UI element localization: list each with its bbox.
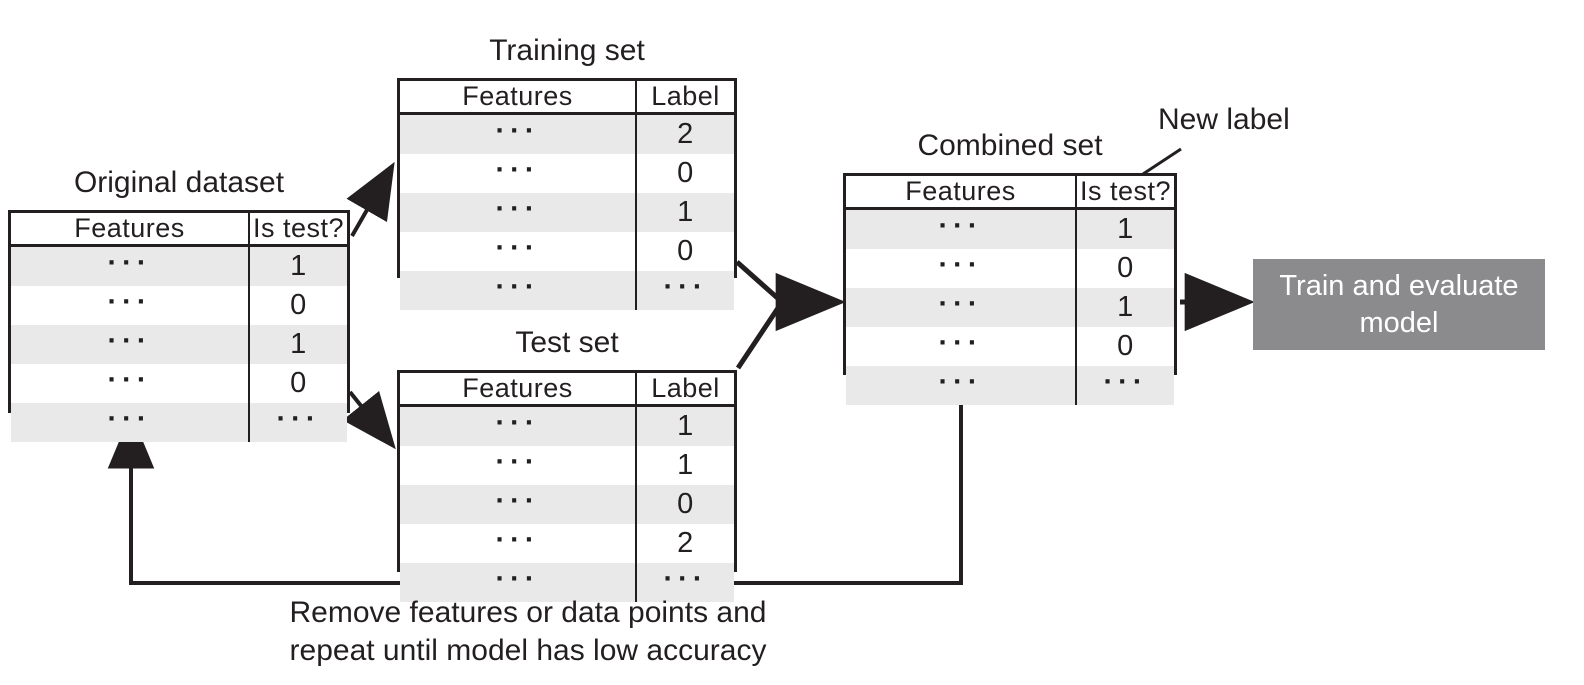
arrow-original-to-training [346, 161, 395, 237]
table-row: ··· ··· [846, 366, 1174, 405]
feedback-caption-line1: Remove features or data points and [289, 596, 767, 629]
training-set-table: Features Label ··· 2 ··· 0 ··· 1 ··· 0 ·… [397, 78, 737, 310]
process-box-label-line1: Train and evaluate [1279, 269, 1519, 302]
column-header: Is test? [248, 213, 347, 244]
column-header: Label [635, 81, 734, 112]
column-header: Features [905, 176, 1016, 206]
table-header-row: Features Label [400, 81, 734, 115]
column-header: Label [635, 373, 734, 404]
table-row: ··· 0 [11, 286, 347, 325]
combined-set-title: Combined set [917, 129, 1103, 162]
table-row: ··· 1 [846, 210, 1174, 249]
column-header: Features [462, 81, 573, 111]
original-dataset-table: Features Is test? ··· 1 ··· 0 ··· 1 ··· … [8, 210, 350, 442]
feedback-caption-line2: repeat until model has low accuracy [289, 634, 767, 667]
table-row: ··· 0 [846, 249, 1174, 288]
arrow-original-to-test [342, 390, 396, 450]
table-row: ··· 1 [846, 288, 1174, 327]
table-row: ··· ··· [400, 271, 734, 310]
test-set-table: Features Label ··· 1 ··· 1 ··· 0 ··· 2 ·… [397, 370, 737, 602]
new-label-annotation: New label [1158, 103, 1290, 136]
table-row: ··· 1 [11, 247, 347, 286]
training-set-title: Training set [489, 34, 645, 67]
table-row: ··· 0 [400, 485, 734, 524]
combined-set-table: Features Is test? ··· 1 ··· 0 ··· 1 ··· … [843, 173, 1177, 405]
table-row: ··· 0 [11, 364, 347, 403]
table-header-row: Features Label [400, 373, 734, 407]
table-row: ··· 2 [400, 524, 734, 563]
table-header-row: Features Is test? [846, 176, 1174, 210]
original-dataset-title: Original dataset [73, 166, 285, 199]
table-row: ··· 1 [400, 407, 734, 446]
table-row: ··· ··· [400, 563, 734, 602]
table-row: ··· 1 [11, 325, 347, 364]
table-row: ··· 0 [400, 154, 734, 193]
column-header: Features [462, 373, 573, 403]
column-header: Is test? [1075, 176, 1174, 207]
table-row: ··· ··· [11, 403, 347, 442]
table-row: ··· 0 [400, 232, 734, 271]
column-header: Features [74, 213, 185, 243]
table-header-row: Features Is test? [11, 213, 347, 247]
table-row: ··· 1 [400, 193, 734, 232]
table-row: ··· 1 [400, 446, 734, 485]
connector-training-test-merge [735, 260, 786, 370]
table-row: ··· 2 [400, 115, 734, 154]
test-set-title: Test set [515, 326, 619, 359]
feedback-caption: Remove features or data points and repea… [258, 594, 798, 670]
table-row: ··· 0 [846, 327, 1174, 366]
train-evaluate-model-box: Train and evaluate model [1253, 259, 1545, 350]
process-box-label-line2: model [1359, 306, 1439, 339]
